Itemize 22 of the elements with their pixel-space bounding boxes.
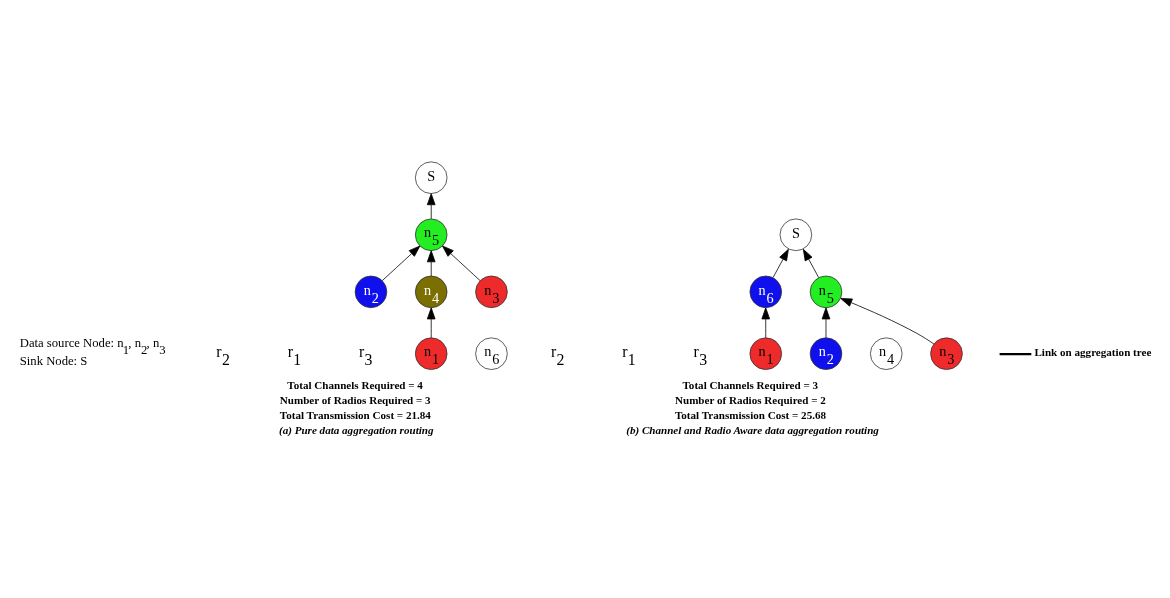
label: (a) Pure data aggregation routing <box>279 423 434 436</box>
arrow <box>426 193 436 220</box>
arrow <box>840 298 935 345</box>
label: (b) Channel and Radio Aware data aggregation routing <box>626 423 879 436</box>
arrow <box>426 250 436 277</box>
arrow <box>821 307 831 339</box>
legend-label: Link on aggregation tree <box>1034 346 1152 359</box>
label: Sink Node: S <box>19 354 88 369</box>
label: Number of Radios Required = 3 <box>279 393 431 406</box>
label: Total Channels Required = 4 <box>287 378 423 391</box>
label: Total Transmission Cost = 25.68 <box>674 408 827 421</box>
arrow <box>442 245 481 282</box>
node-circle: S <box>414 161 448 194</box>
arrow <box>772 248 789 279</box>
label: Number of Radios Required = 2 <box>674 393 826 406</box>
arrow <box>426 307 436 339</box>
label: Total Transmission Cost = 21.84 <box>279 408 431 421</box>
arrow <box>761 307 771 339</box>
node-circle: S <box>779 218 813 252</box>
arrow <box>381 245 421 282</box>
arrow <box>802 248 820 279</box>
label: Total Channels Required = 3 <box>682 378 819 391</box>
